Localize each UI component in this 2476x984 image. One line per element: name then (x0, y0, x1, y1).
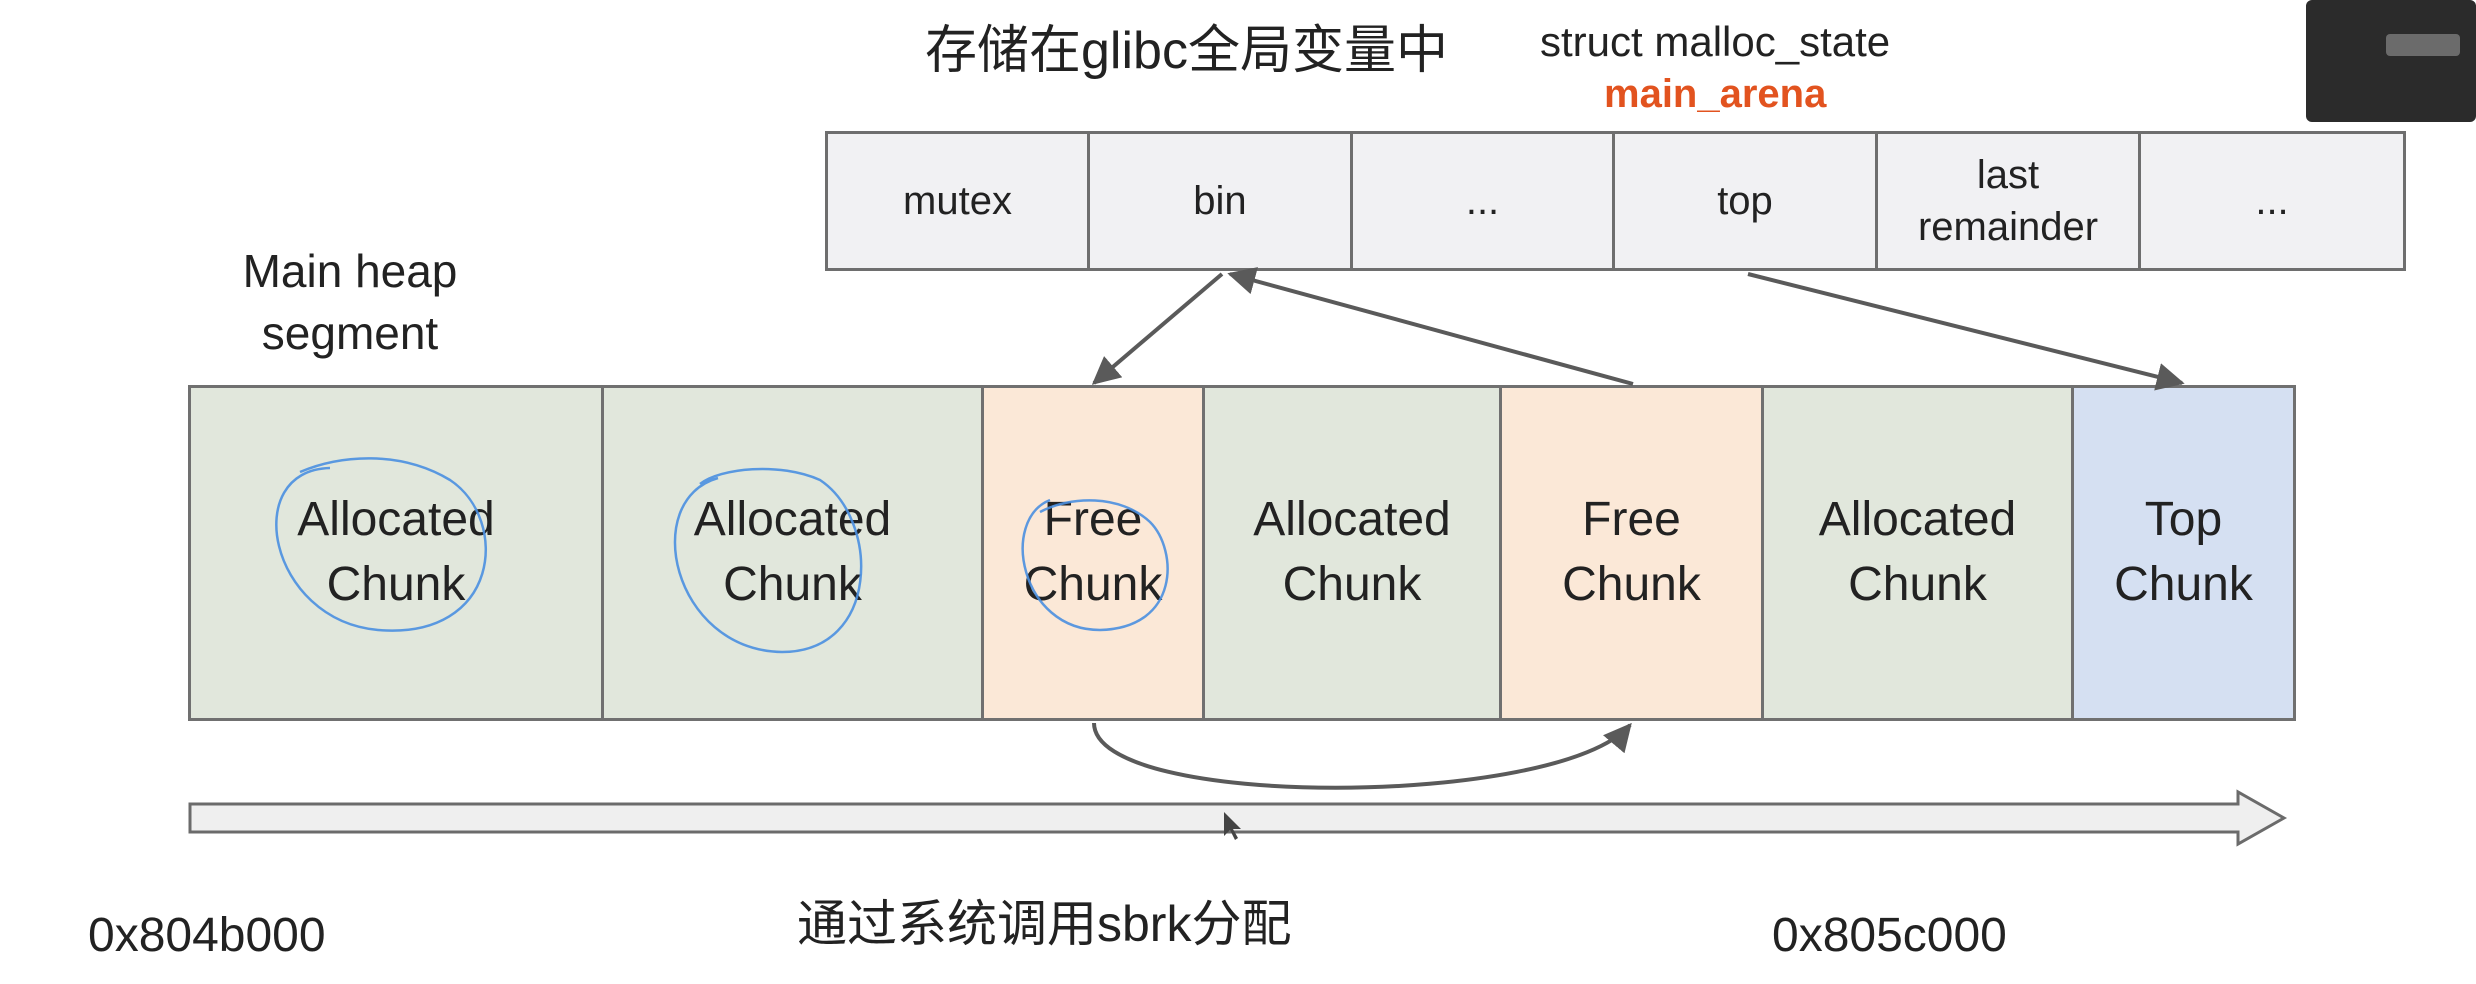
field-mutex: mutex (828, 134, 1090, 268)
field-bin: bin (1090, 134, 1353, 268)
field-label: ... (2255, 179, 2289, 223)
field-ellipsis: ... (1353, 134, 1615, 268)
heap-chunks: Allocated Chunk Allocated Chunk Free Chu… (188, 385, 2296, 721)
field-top: top (1615, 134, 1878, 268)
field-last-remainder: last remainder (1878, 134, 2141, 268)
field-label: ... (1465, 179, 1500, 223)
free-chunk-to-bin-arrow (1227, 267, 1634, 386)
chunk-label: Top Chunk (2114, 493, 2253, 611)
chunk-label: Allocated Chunk (1253, 493, 1451, 611)
chunk-allocated-3: Allocated Chunk (1205, 388, 1502, 718)
chunk-label: Allocated Chunk (693, 493, 892, 611)
cursor-icon (1224, 812, 1241, 840)
field-label: last remainder (1917, 153, 2099, 249)
chunk-free-2: Free Chunk (1502, 388, 1764, 718)
end-address: 0x805c000 (1772, 909, 2007, 962)
chunk-label: Allocated Chunk (1818, 493, 2017, 611)
malloc-state-fields: mutex bin ... top last remainder ... (825, 131, 2406, 271)
chunk-allocated-4: Allocated Chunk (1764, 388, 2074, 718)
storage-caption: 存储在glibc全局变量中 (925, 22, 1448, 80)
top-to-top-chunk-arrow (1747, 272, 2185, 391)
field-label: bin (1193, 179, 1247, 223)
start-address: 0x804b000 (88, 909, 326, 962)
sbrk-caption: 通过系统调用sbrk分配 (797, 896, 1292, 952)
chunk-label: Free Chunk (1023, 493, 1163, 611)
free-list-link-arrow (1092, 722, 1632, 790)
chunk-label: Free Chunk (1562, 493, 1701, 611)
heap-segment-label: Main heap segment (242, 245, 458, 360)
struct-name-label: struct malloc_state (1540, 18, 1891, 65)
field-ellipsis-2: ... (2141, 134, 2403, 268)
chunk-allocated-2: Allocated Chunk (604, 388, 984, 718)
chunk-allocated-1: Allocated Chunk (191, 388, 604, 718)
video-thumbnail[interactable] (2306, 0, 2476, 122)
arena-name-label: main_arena (1604, 72, 1827, 116)
chunk-label: Allocated Chunk (297, 493, 495, 611)
chunk-top: Top Chunk (2074, 388, 2293, 718)
chunk-free-1: Free Chunk (984, 388, 1205, 718)
field-label: mutex (903, 179, 1012, 223)
thumbnail-blurred-content (2386, 34, 2460, 56)
field-label: top (1717, 179, 1773, 223)
bin-to-free-chunk-arrow (1091, 272, 1224, 385)
address-direction-arrow (188, 789, 2288, 847)
